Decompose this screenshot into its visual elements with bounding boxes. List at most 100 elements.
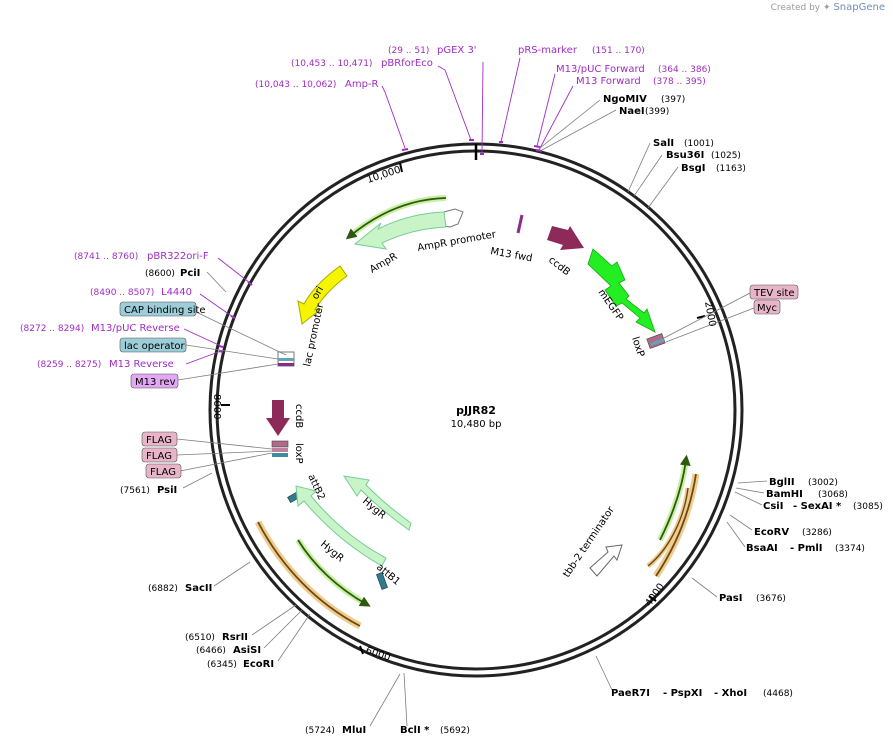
site-coord-ecori: (6345): [207, 660, 237, 670]
tick-label-4000: 4000: [643, 582, 667, 609]
ampr-feature: [353, 211, 447, 250]
restriction-site-leaders: [182, 99, 768, 727]
site-coord-pcii: (8600): [145, 269, 175, 279]
primer-name-prs-marker: pRS-marker: [518, 45, 578, 56]
primer-coord-pgex3: (29 .. 51): [388, 46, 429, 56]
site-bcli: BclI *: [400, 725, 430, 736]
tag-label-lac-operator: lac operator: [124, 341, 185, 352]
leader-flag-2: [176, 450, 273, 456]
ccdb-feature-top: [547, 226, 584, 250]
site-sali: SalI: [653, 138, 674, 149]
hygr-feature-inner: [295, 485, 387, 567]
tag-flag-1: [141, 431, 178, 447]
m13-fwd-mark: [516, 214, 524, 234]
myc-tag-mark: [650, 338, 665, 346]
site-ecorv: EcoRV: [754, 527, 789, 538]
primer-coord-pbrforeco: (10,453 .. 10,471): [291, 59, 372, 69]
leader-m13-puc-forward: [536, 73, 556, 147]
site-coord-mlui: (5724): [305, 726, 335, 736]
primer-name-m13-puc-forward: M13/pUC Forward: [556, 64, 645, 75]
lac-operator-feature: [278, 358, 294, 361]
ori-feature: [297, 265, 348, 325]
tag-label-myc: Myc: [757, 303, 777, 314]
hygr-label-inner: HygR: [318, 539, 346, 565]
site-bsgi: BsgI: [681, 163, 705, 174]
site-bsu36i: Bsu36I: [666, 150, 704, 161]
ccdb-feature-left: [266, 400, 290, 436]
tag-flag-2: [141, 447, 178, 463]
leader-flag-1: [176, 438, 273, 450]
tbb2-terminator-feature: [589, 544, 623, 577]
ampr-promoter-label: AmpR promoter: [417, 229, 498, 254]
site-coord-bcli: (5692): [440, 726, 470, 736]
leader-pbr322ori-f: [217, 257, 251, 284]
leader-cap-binding-site: [195, 311, 287, 356]
tick-label-8000: 8000: [211, 394, 222, 419]
site-coord-ecorv: (3286): [802, 528, 832, 538]
m13-rev-feature: [278, 363, 294, 366]
leader-tev-site: [663, 292, 751, 339]
credit-prefix: Created by: [770, 3, 821, 13]
primer-coord-amp-r: (10,043 .. 10,062): [255, 80, 336, 90]
tag-label-flag-1: FLAG: [146, 435, 172, 446]
tag-tev-site: [749, 284, 799, 300]
tick-label-6000: 6000: [364, 645, 392, 663]
site-psii: PsiI: [157, 485, 177, 496]
loxp-label-right: loxP: [629, 336, 646, 359]
site-coord-psii: (7561): [120, 486, 150, 496]
megfp-feature: [587, 248, 656, 333]
site-coord-pmli: (3374): [835, 544, 865, 554]
ampr-label: AmpR: [368, 251, 399, 275]
site-coord-sexai: (3085): [853, 502, 883, 512]
hygr-orf-arrow: [297, 539, 371, 607]
tag-flag-3: [145, 463, 182, 479]
attb1-feature: [376, 572, 388, 590]
site-pcii: PciI: [180, 268, 200, 279]
site-coord-bsu36i: (1025): [711, 151, 741, 161]
site-mlui: MluI: [342, 725, 366, 736]
plasmid-size: 10,480 bp: [451, 419, 502, 430]
primer-coord-prs-marker: (151 .. 170): [592, 46, 645, 56]
ccdb-label-left: ccdB: [293, 404, 304, 428]
primer-name-amp-r: Amp-R: [345, 79, 379, 90]
site-paer7i: PaeR7I: [611, 688, 650, 699]
site-rsrii: RsrII: [222, 632, 248, 643]
tag-label-flag-2: FLAG: [146, 451, 172, 462]
leader-m13-puc-reverse: [183, 328, 222, 347]
primer-name-pbr322ori-f: pBR322ori-F: [147, 251, 209, 262]
tag-label-tev-site: TEV site: [753, 288, 795, 299]
site-coord-bglii: (3002): [808, 478, 838, 488]
leader-m13-reverse: [185, 350, 222, 365]
site-coord-naei: (399): [645, 107, 669, 117]
leader-myc: [665, 307, 755, 343]
right-orf-green-arrow: [659, 454, 691, 541]
loxp-label-left: loxP: [293, 443, 304, 464]
site-asisi: AsiSI: [233, 645, 261, 656]
leader-prs-marker: [500, 57, 521, 143]
loxp-feature-left-2: [272, 453, 288, 457]
site-naei: NaeI: [619, 106, 645, 117]
site-pasi: PasI: [719, 593, 742, 604]
m13-fwd-label: M13 fwd: [489, 246, 533, 264]
site-sacii: SacII: [185, 583, 212, 594]
tbb2-terminator-label: tbb-2 terminator: [561, 504, 617, 580]
primer-coord-m13-reverse: (8259 .. 8275): [37, 360, 101, 370]
tag-label-flag-3: FLAG: [150, 467, 176, 478]
site-coord-xhoi: (4468): [763, 689, 793, 699]
primer-name-m13-forward: M13 Forward: [576, 76, 641, 87]
primer-coord-m13-puc-forward: (364 .. 386): [658, 65, 711, 75]
site-csii: CsiI: [763, 501, 783, 512]
primer-coord-m13-forward: (378 .. 395): [653, 77, 706, 87]
site-coord-sacii: (6882): [148, 584, 178, 594]
orange-orf-arrow-left: [257, 521, 361, 627]
tag-m13-rev: [130, 373, 179, 389]
site-coord-pasi: (3676): [756, 594, 786, 604]
site-coord-asisi: (6466): [196, 646, 226, 656]
site-bsaai: BsaAI: [746, 543, 778, 554]
site-bglii: BglII: [769, 477, 795, 488]
site-sexai: - SexAI *: [793, 501, 842, 512]
leader-lac-operator: [185, 344, 279, 360]
snapgene-logo-icon: ✦: [823, 3, 831, 13]
tag-lac-operator: [119, 337, 187, 353]
leader-pbrforeco: [437, 65, 472, 141]
